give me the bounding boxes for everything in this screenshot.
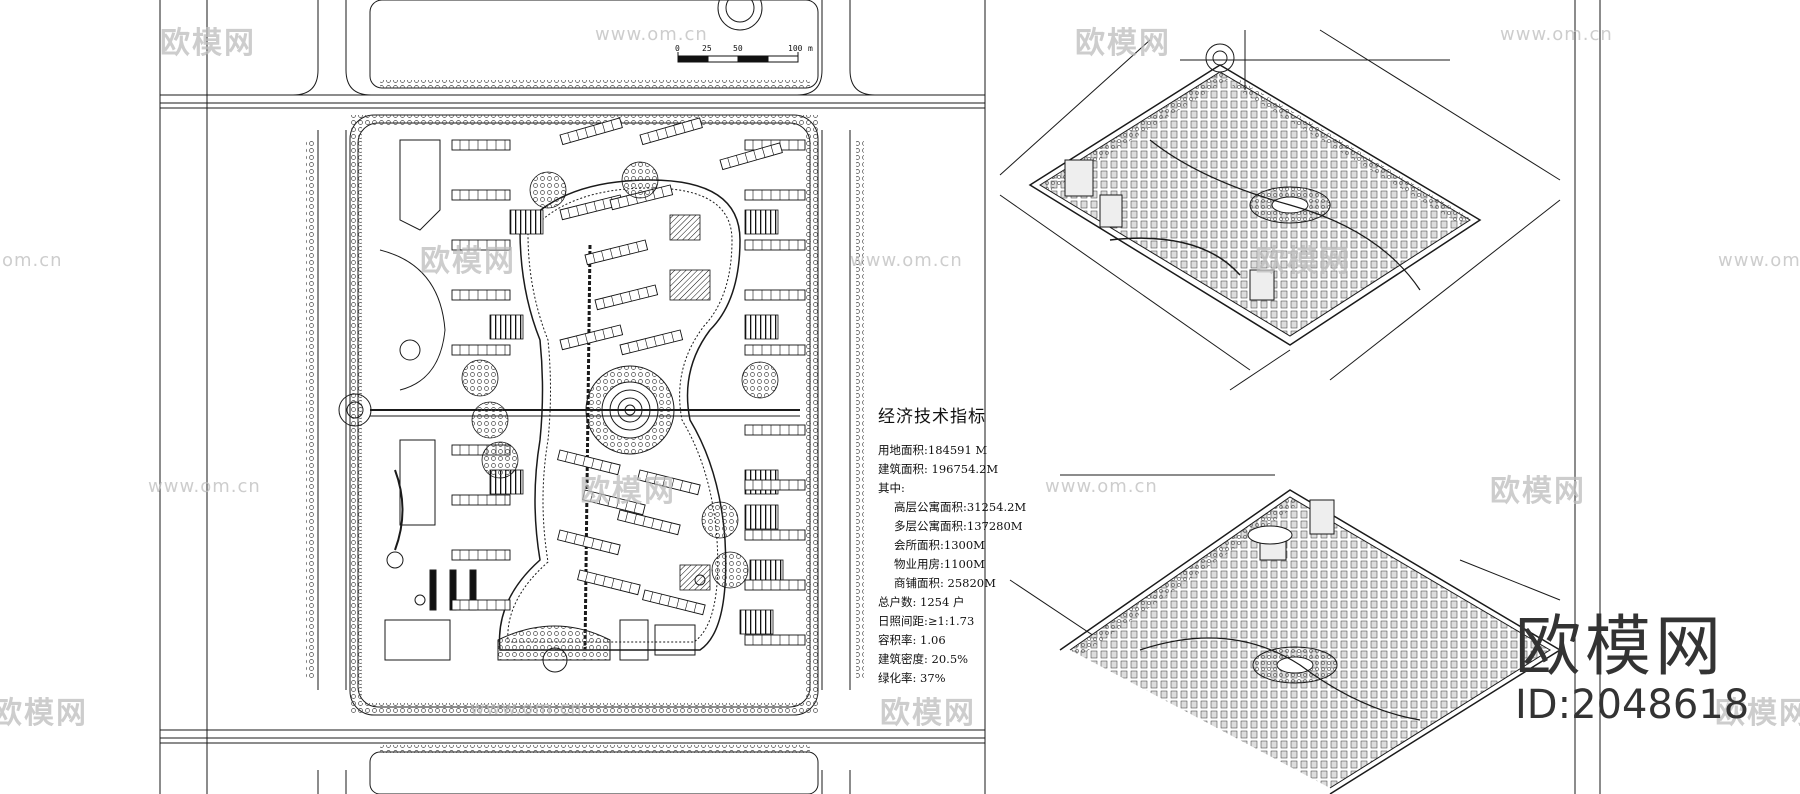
indices-row: 建筑面积: 196754.2M: [878, 462, 999, 476]
indices-row: 容积率: 1.06: [878, 633, 946, 647]
indices-row: 绿化率: 37%: [878, 671, 946, 685]
apartment-row: [559, 324, 624, 351]
watermark-brand: 欧模网: [160, 26, 256, 61]
tree-cluster: [461, 359, 499, 397]
apartment-row: [451, 289, 511, 301]
apartment-row: [584, 239, 649, 266]
model-id: ID:2048618: [1515, 682, 1750, 728]
apartment-row: [637, 469, 701, 496]
tree-cluster: [741, 361, 779, 399]
apartment-row: [617, 509, 681, 536]
indices-title: 经济技术指标: [878, 407, 986, 427]
tree-cluster: [701, 501, 739, 539]
apartment-row: [744, 424, 806, 436]
apartment-row: [557, 529, 621, 556]
tree-clusters: [461, 161, 779, 589]
watermark-url: www.om.cn: [1500, 24, 1613, 45]
brand-logo: 欧模网 ID:2048618: [1515, 608, 1750, 729]
indices-row: 商铺面积: 25820M: [894, 576, 996, 590]
apartment-row: [619, 329, 684, 356]
apartment-row: [451, 599, 511, 611]
scale-unit: m: [808, 44, 813, 53]
indices-row: 多层公寓面积:137280M: [894, 519, 1023, 533]
apartment-row: [559, 117, 623, 146]
apartment-row: [719, 142, 783, 171]
apartment-row: [451, 139, 511, 151]
apartment-row: [744, 344, 806, 356]
apartment-row: [744, 634, 806, 646]
watermark-url: www.om.cn: [595, 24, 708, 45]
watermark-url: www.om.cn: [470, 698, 583, 719]
indices-row: 会所面积:1300M: [894, 538, 985, 552]
watermark-brand: 欧模网: [1075, 26, 1171, 61]
apartment-row: [594, 284, 659, 311]
indices-row: 建筑密度: 20.5%: [878, 652, 969, 666]
indices-row: 用地面积:184591 M: [878, 443, 988, 457]
scale-bar: [677, 52, 799, 63]
tree-cluster: [529, 171, 567, 209]
watermark-brand: 欧模网: [0, 696, 88, 731]
apartment-row: [744, 479, 806, 491]
indices-row: 高层公寓面积:31254.2M: [894, 500, 1027, 514]
watermark-brand: 欧模网: [1715, 696, 1800, 731]
indices-row: 日照间距:≥1:1.73: [878, 614, 975, 628]
indices-rows: 用地面积:184591 M 建筑面积: 196754.2M 其中: 高层公寓面积:31…: [878, 441, 1028, 688]
residential-rows: [451, 117, 806, 646]
indices-row: 总户数: 1254 户: [878, 595, 965, 609]
watermark-brand: 欧模网: [1490, 474, 1586, 509]
master-plan: [159, 0, 986, 794]
apartment-row: [451, 239, 511, 251]
watermark-brand: 欧模网: [1255, 244, 1351, 279]
scale-label-50: 50: [733, 44, 743, 53]
apartment-row: [451, 549, 511, 561]
apartment-row: [744, 579, 806, 591]
watermark-url: www.om.cn: [148, 476, 261, 497]
scale-label-25: 25: [702, 44, 712, 53]
indices-row: 其中:: [878, 481, 905, 495]
watermark-url-short: om.cn: [2, 250, 63, 271]
apartment-row: [582, 489, 646, 516]
watermark-brand: 欧模网: [580, 474, 676, 509]
watermark-url: www.om.cn: [850, 250, 963, 271]
tree-cluster: [621, 161, 659, 199]
tree-cluster: [711, 551, 749, 589]
scale-label-100: 100: [788, 44, 803, 53]
tree-cluster: [471, 401, 509, 439]
apartment-row: [451, 494, 511, 506]
apartment-row: [639, 117, 703, 146]
watermark-brand: 欧模网: [420, 244, 516, 279]
apartment-row: [744, 289, 806, 301]
brand-name: 欧模网: [1515, 608, 1725, 685]
watermark-brand: 欧模网: [880, 696, 976, 731]
tree-cluster: [481, 441, 519, 479]
axonometric-view-bottom: [1009, 474, 1562, 794]
apartment-row: [451, 189, 511, 201]
economic-indices-table: 经济技术指标 用地面积:184591 M 建筑面积: 196754.2M 其中: 高层…: [878, 402, 1028, 688]
apartment-row: [744, 189, 806, 201]
scale-label-0: 0: [675, 44, 680, 53]
indices-row: 物业用房:1100M: [894, 557, 985, 571]
apartment-row: [744, 239, 806, 251]
watermark-url: www.om.cn: [1045, 476, 1158, 497]
axonometric-view-top: [999, 0, 1601, 794]
watermark-url: www.om.cn: [1718, 250, 1800, 271]
apartment-row: [557, 449, 621, 476]
apartment-row: [744, 529, 806, 541]
apartment-row: [642, 589, 706, 616]
apartment-row: [451, 344, 511, 356]
apartment-row: [577, 569, 641, 596]
